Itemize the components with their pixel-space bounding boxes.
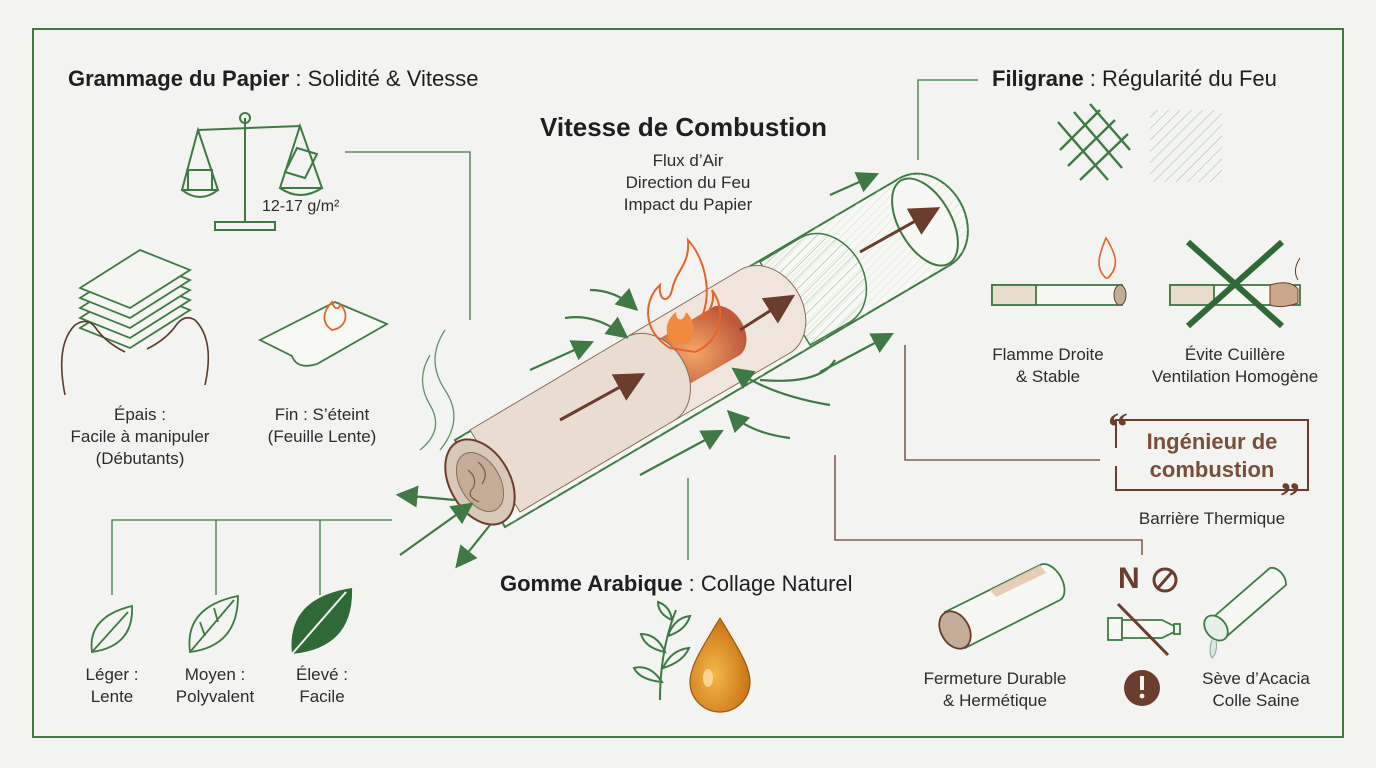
no-symbol-icon [1152,567,1178,593]
svg-text:“: “ [1108,404,1128,449]
watermark-heading: Filigrane : Régularité du Feu [992,66,1277,91]
glue-tube-icon [1107,617,1181,641]
burning-sheet-icon [257,301,390,367]
sap-roll-icon [1203,566,1287,659]
scale-icon [180,112,324,231]
closing-label: Fermeture Durable & Hermétique [923,669,1067,710]
light-label: Léger : Lente [85,665,139,706]
leaf-icon [90,604,133,654]
high-label: Élevé : Facile [296,665,348,706]
connector-lines [111,79,978,595]
cigarette-icon [1169,239,1301,329]
thick-paper-label: Épais : Facile à manipuler (Débutants) [70,405,210,468]
avoid-label: Évite Cuillère Ventilation Homogène [1151,345,1319,386]
hands-icon [60,316,210,396]
drop-icon [689,616,751,713]
fine-hatch-icon [1150,110,1222,182]
weight-range: 12-17 g/m² [262,198,340,215]
cross-hatch-icon [1057,103,1131,181]
thermal-barrier-label: Barrière Thermique [1138,509,1286,528]
leaf-icon [291,588,353,655]
straight-flame-label: Flamme Droite & Stable [992,345,1104,386]
leaf-icon [188,594,239,654]
sap-label: Sève d’Acacia Colle Saine [1202,669,1310,710]
sprig-icon [632,600,692,701]
combustion-title: Vitesse de Combustion [540,112,828,142]
cigarette-icon [991,236,1127,306]
rolled-closing-icon [938,563,1066,650]
quote-box [1115,419,1309,491]
small-flame-icon [323,300,347,331]
gum-heading: Gomme Arabique : Collage Naturel [500,571,853,596]
rolled-paper-cylinder [395,172,969,569]
diagram-frame [32,28,1344,738]
combustion-lines: Flux d’Air Direction du Feu Impact du Pa… [623,151,753,214]
thin-paper-label: Fin : S’éteint (Feuille Lente) [267,405,377,446]
medium-label: Moyen : Polyvalent [175,665,255,706]
svg-text:”: ” [1280,474,1300,519]
paper-weight-heading: Grammage du Papier : Solidité & Vitesse [68,66,479,91]
no-label: N [1118,562,1140,595]
warning-icon [1124,670,1160,706]
stacked-paper-icon [78,248,192,350]
quote-text: Ingénieur de combustion [1146,429,1278,482]
